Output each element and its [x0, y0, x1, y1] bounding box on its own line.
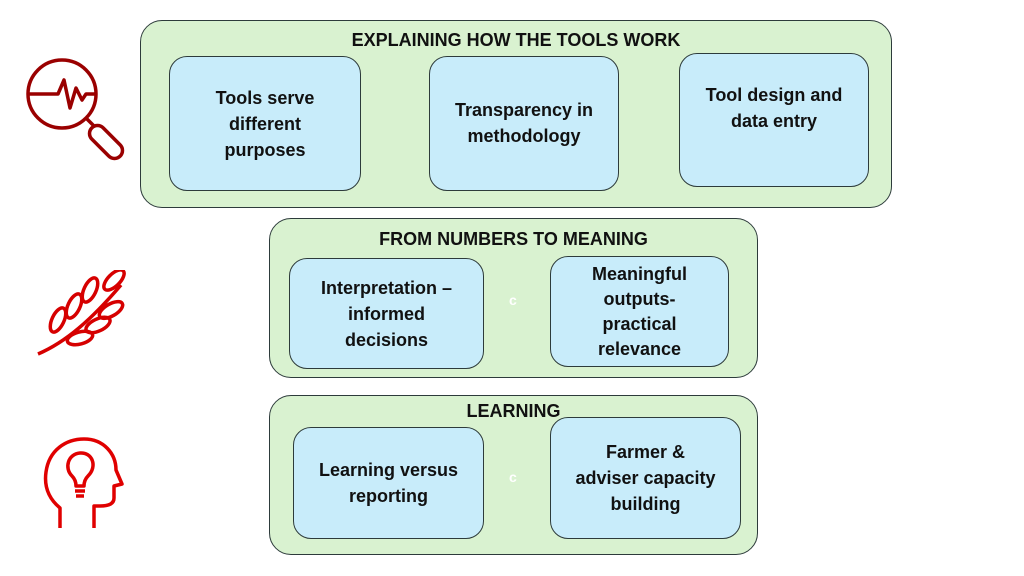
concept-box: Tools serve different purposes — [169, 56, 361, 191]
head-lightbulb-icon — [43, 437, 124, 528]
section-title: FROM NUMBERS TO MEANING — [379, 229, 648, 249]
section-title: LEARNING — [466, 401, 561, 421]
wheat-icon — [37, 270, 126, 356]
concept-box: Farmer & adviser capacity building — [550, 417, 741, 539]
magnifier-pulse-icon — [26, 58, 125, 161]
section-numbers-to-meaning: FROM NUMBERS TO MEANING Interpretation –… — [269, 218, 758, 378]
connector-label: c — [509, 292, 517, 308]
section-learning: LEARNING Learning versus reporting c Far… — [269, 395, 758, 555]
section-title: EXPLAINING HOW THE TOOLS WORK — [351, 30, 681, 50]
concept-box: Meaningful outputs- practical relevance — [550, 256, 729, 367]
concept-box: Transparency in methodology — [429, 56, 619, 191]
connector-label: c — [509, 469, 517, 485]
section-explaining-tools: EXPLAINING HOW THE TOOLS WORK Tools serv… — [140, 20, 892, 208]
concept-box: Interpretation – informed decisions — [289, 258, 484, 369]
concept-box: Learning versus reporting — [293, 427, 484, 539]
concept-box: Tool design and data entry — [679, 53, 869, 187]
